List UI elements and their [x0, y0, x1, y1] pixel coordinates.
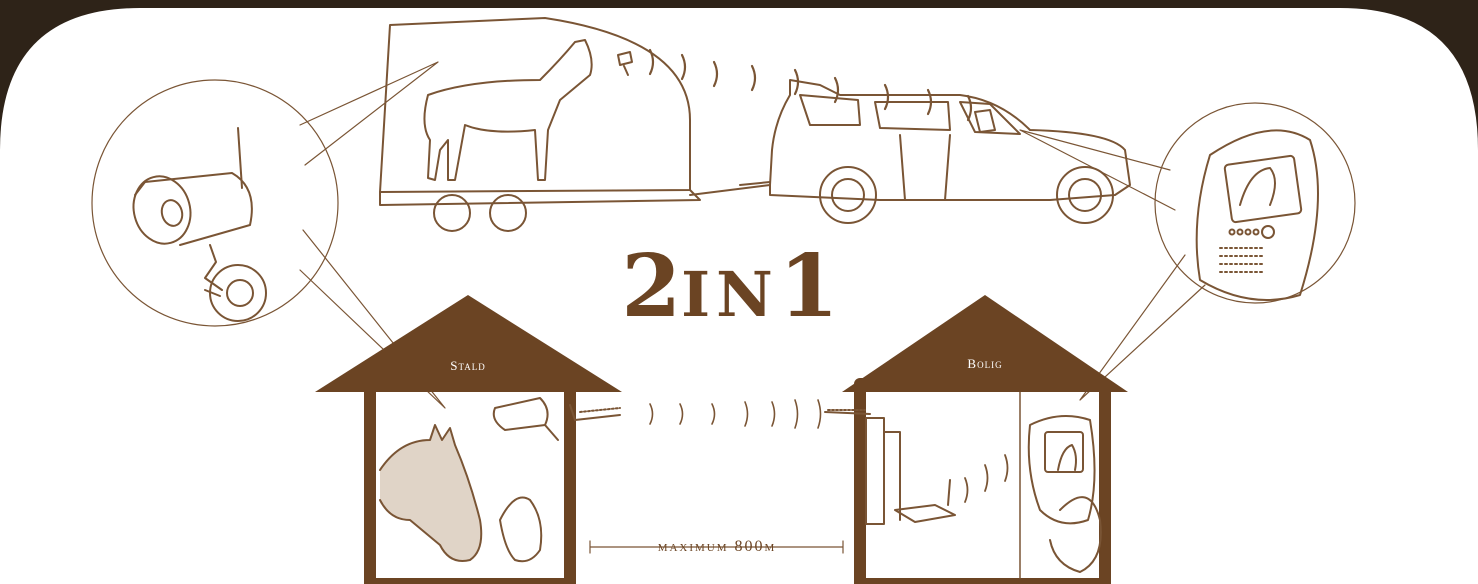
headline-number-left: 2 — [621, 236, 681, 337]
house-label: Bolig — [925, 356, 1045, 372]
headline-2in1: 2IN1 — [600, 236, 860, 337]
stable-label: Stald — [408, 358, 528, 374]
headline-number-right: 1 — [779, 236, 839, 337]
distance-label: maximum 800m — [588, 538, 846, 556]
headline-word: IN — [681, 258, 779, 331]
